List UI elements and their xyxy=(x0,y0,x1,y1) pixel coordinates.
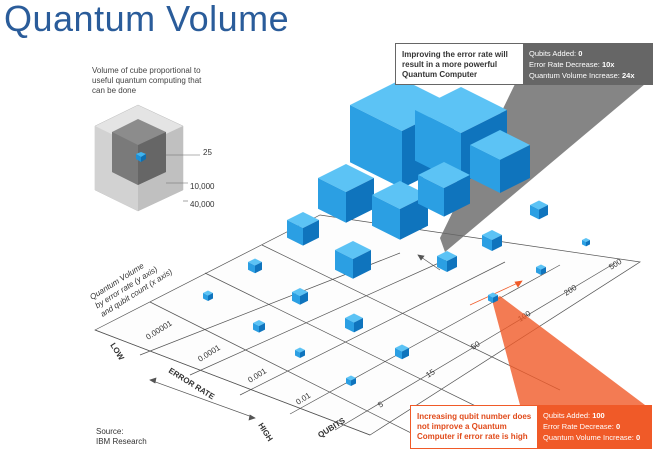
cube-face xyxy=(470,145,500,193)
cube-face xyxy=(346,178,374,223)
cube-face xyxy=(354,318,363,333)
cube-face xyxy=(493,295,498,303)
callout-bottom-stat-label: Quantum Volume Increase: xyxy=(543,433,634,442)
callout-top-stat-label: Error Rate Decrease: xyxy=(529,60,600,69)
cube-face xyxy=(418,175,444,217)
cube-face xyxy=(482,235,492,251)
cube-face xyxy=(372,195,400,240)
callout-top-stat-value: 24x xyxy=(621,71,635,80)
legend-value-40000: 40,000 xyxy=(190,200,215,209)
cube-face xyxy=(335,250,353,279)
cube-face xyxy=(346,378,351,386)
cube-face xyxy=(287,220,303,246)
axis-label-low: LOW xyxy=(108,341,126,362)
cube-face xyxy=(402,348,409,360)
source-label: Source: xyxy=(96,427,124,436)
cube-face xyxy=(203,293,208,301)
cube-face xyxy=(351,378,356,386)
cube-face xyxy=(447,256,457,272)
qubit-label-1: 5 xyxy=(376,399,385,409)
cube-face xyxy=(492,235,502,251)
callout-top: Improving the error rate will result in … xyxy=(395,43,653,85)
cube-face xyxy=(400,195,428,240)
callout-bottom-stat-value: 0 xyxy=(615,422,621,431)
cube-face xyxy=(488,295,493,303)
cube-face xyxy=(586,240,590,247)
cube-face xyxy=(259,323,265,333)
cube-face xyxy=(541,267,546,275)
cube-face xyxy=(395,348,402,360)
callout-bottom-text: Increasing qubit number does not improve… xyxy=(417,412,532,441)
callout-top-stat-label: Quantum Volume Increase: xyxy=(529,71,620,80)
cube-face xyxy=(255,262,262,274)
cube-face xyxy=(345,318,354,333)
cube-face xyxy=(353,250,371,279)
cube-face xyxy=(444,175,470,217)
cube-face xyxy=(300,350,305,358)
cube-face xyxy=(536,267,541,275)
source-note: Source: IBM Research xyxy=(96,427,147,447)
cube-face xyxy=(500,145,530,193)
cubes-layer xyxy=(203,79,590,386)
callout-bottom-stat-value: 0 xyxy=(635,433,641,442)
cube-face xyxy=(208,293,213,301)
cube-face xyxy=(300,292,308,305)
cube-face xyxy=(350,105,402,189)
callout-top-text: Improving the error rate will result in … xyxy=(402,50,508,79)
legend-cube xyxy=(94,104,200,212)
callout-bottom-stats: Qubits Added: 100 Error Rate Decrease: 0… xyxy=(537,406,651,448)
callout-top-stats: Qubits Added: 0 Error Rate Decrease: 10x… xyxy=(523,44,652,84)
cube-face xyxy=(530,205,539,220)
source-name: IBM Research xyxy=(96,437,147,446)
grid-plane xyxy=(94,214,641,446)
axis-label-high: HIGH xyxy=(256,421,274,443)
cube-face xyxy=(295,350,300,358)
legend-description: Volume of cube proportional to useful qu… xyxy=(92,66,202,95)
callout-bottom-wedge xyxy=(492,296,645,405)
cube-face xyxy=(437,256,447,272)
cube-face xyxy=(303,220,319,246)
legend-value-25: 25 xyxy=(203,148,212,157)
callout-bottom-stat-label: Error Rate Decrease: xyxy=(543,422,614,431)
callout-top-stat-label: Qubits Added: xyxy=(529,49,577,58)
callout-top-stat-value: 0 xyxy=(578,49,583,58)
legend-value-10000: 10,000 xyxy=(190,182,215,191)
cube-face xyxy=(539,205,548,220)
cube-face xyxy=(582,240,586,247)
cube-face xyxy=(253,323,259,333)
cube-face xyxy=(248,262,255,274)
callout-bottom-stat-label: Qubits Added: xyxy=(543,411,591,420)
callout-top-wedge xyxy=(440,84,645,252)
callout-top-stat-value: 10x xyxy=(601,60,615,69)
callout-bottom-stat-value: 100 xyxy=(592,411,605,420)
cube-face xyxy=(318,178,346,223)
callout-bottom: Increasing qubit number does not improve… xyxy=(410,405,652,449)
cube-face xyxy=(292,292,300,305)
page-title: Quantum Volume xyxy=(4,0,290,39)
